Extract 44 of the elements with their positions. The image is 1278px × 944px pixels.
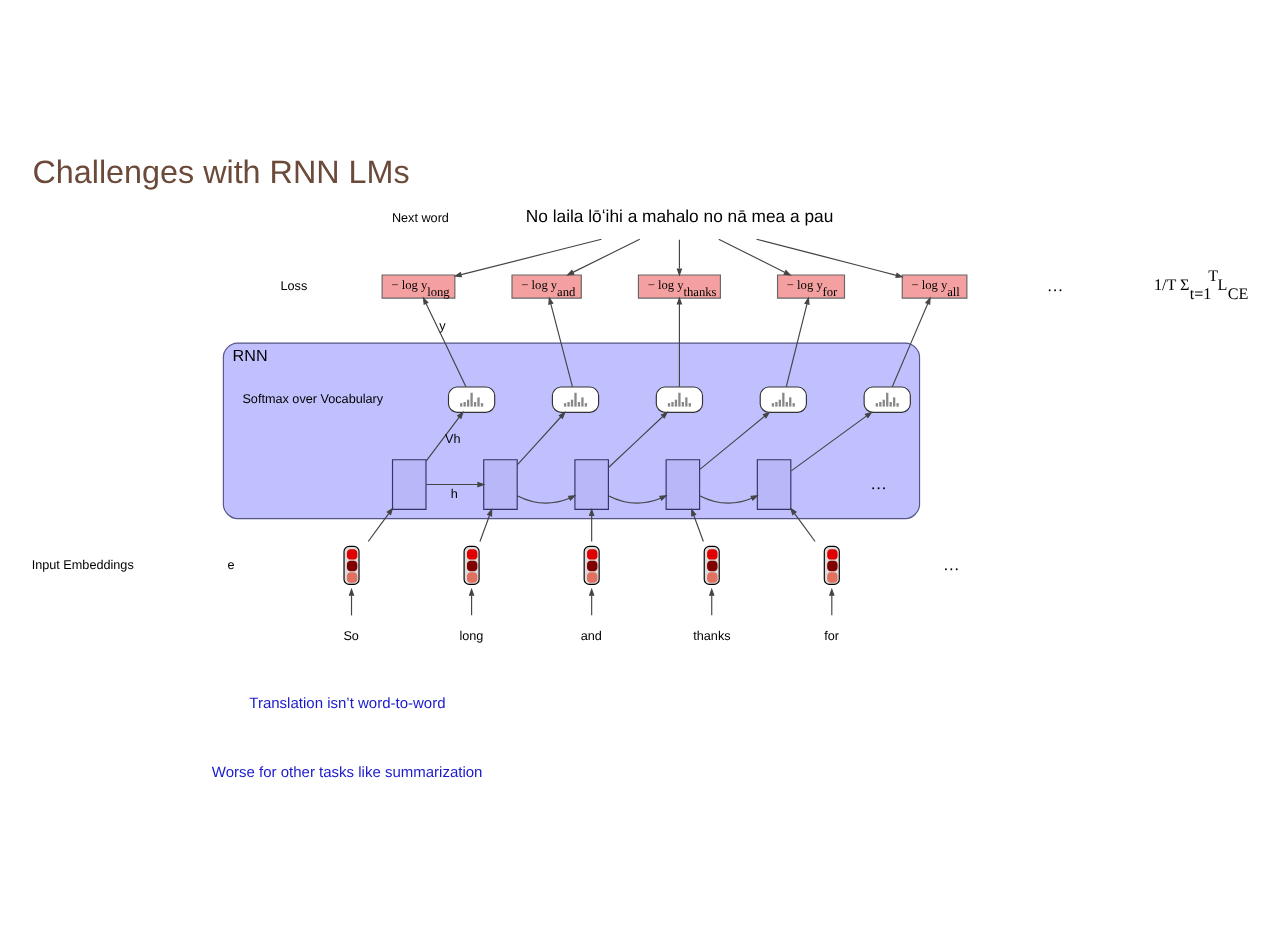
node-picture [863, 385, 911, 412]
arrow [699, 494, 759, 503]
arrow [785, 295, 810, 387]
arrow [691, 507, 704, 542]
arrow [588, 586, 595, 615]
node-picture [551, 385, 600, 412]
arrow [348, 586, 355, 615]
arrow [790, 410, 873, 471]
node-box [483, 458, 518, 509]
arrow [422, 295, 467, 387]
arrow [516, 410, 566, 465]
arrow [755, 237, 904, 277]
diagram-title: Challenges with RNN LMs [32, 154, 410, 191]
arrow [708, 586, 715, 615]
arrow [718, 237, 792, 275]
arrow [516, 494, 577, 503]
arrow [789, 506, 816, 542]
node-box [391, 458, 427, 509]
label: … [1047, 275, 1064, 294]
arrow [588, 507, 595, 542]
node-text: No laila lōʻihi a mahalo no nā mea a pau [525, 205, 834, 226]
node-box [574, 458, 609, 509]
node-picture [447, 385, 496, 412]
arrow [828, 586, 835, 615]
arrow [699, 410, 771, 469]
arrow [367, 506, 394, 542]
arrow [453, 237, 602, 277]
node-box [756, 458, 792, 509]
arrow [676, 295, 683, 387]
label: … [870, 473, 887, 492]
arrow [676, 238, 683, 276]
arrow [479, 507, 493, 542]
arrow [608, 410, 669, 468]
arrow [607, 494, 668, 503]
label: … [943, 554, 960, 573]
arrow [891, 295, 931, 387]
node-picture [655, 385, 704, 412]
arrow [425, 480, 486, 487]
arrow [566, 237, 641, 275]
arrow [468, 586, 475, 615]
node-picture [759, 385, 807, 412]
node-box [665, 458, 701, 509]
arrow [425, 410, 464, 461]
arrow [548, 295, 573, 387]
